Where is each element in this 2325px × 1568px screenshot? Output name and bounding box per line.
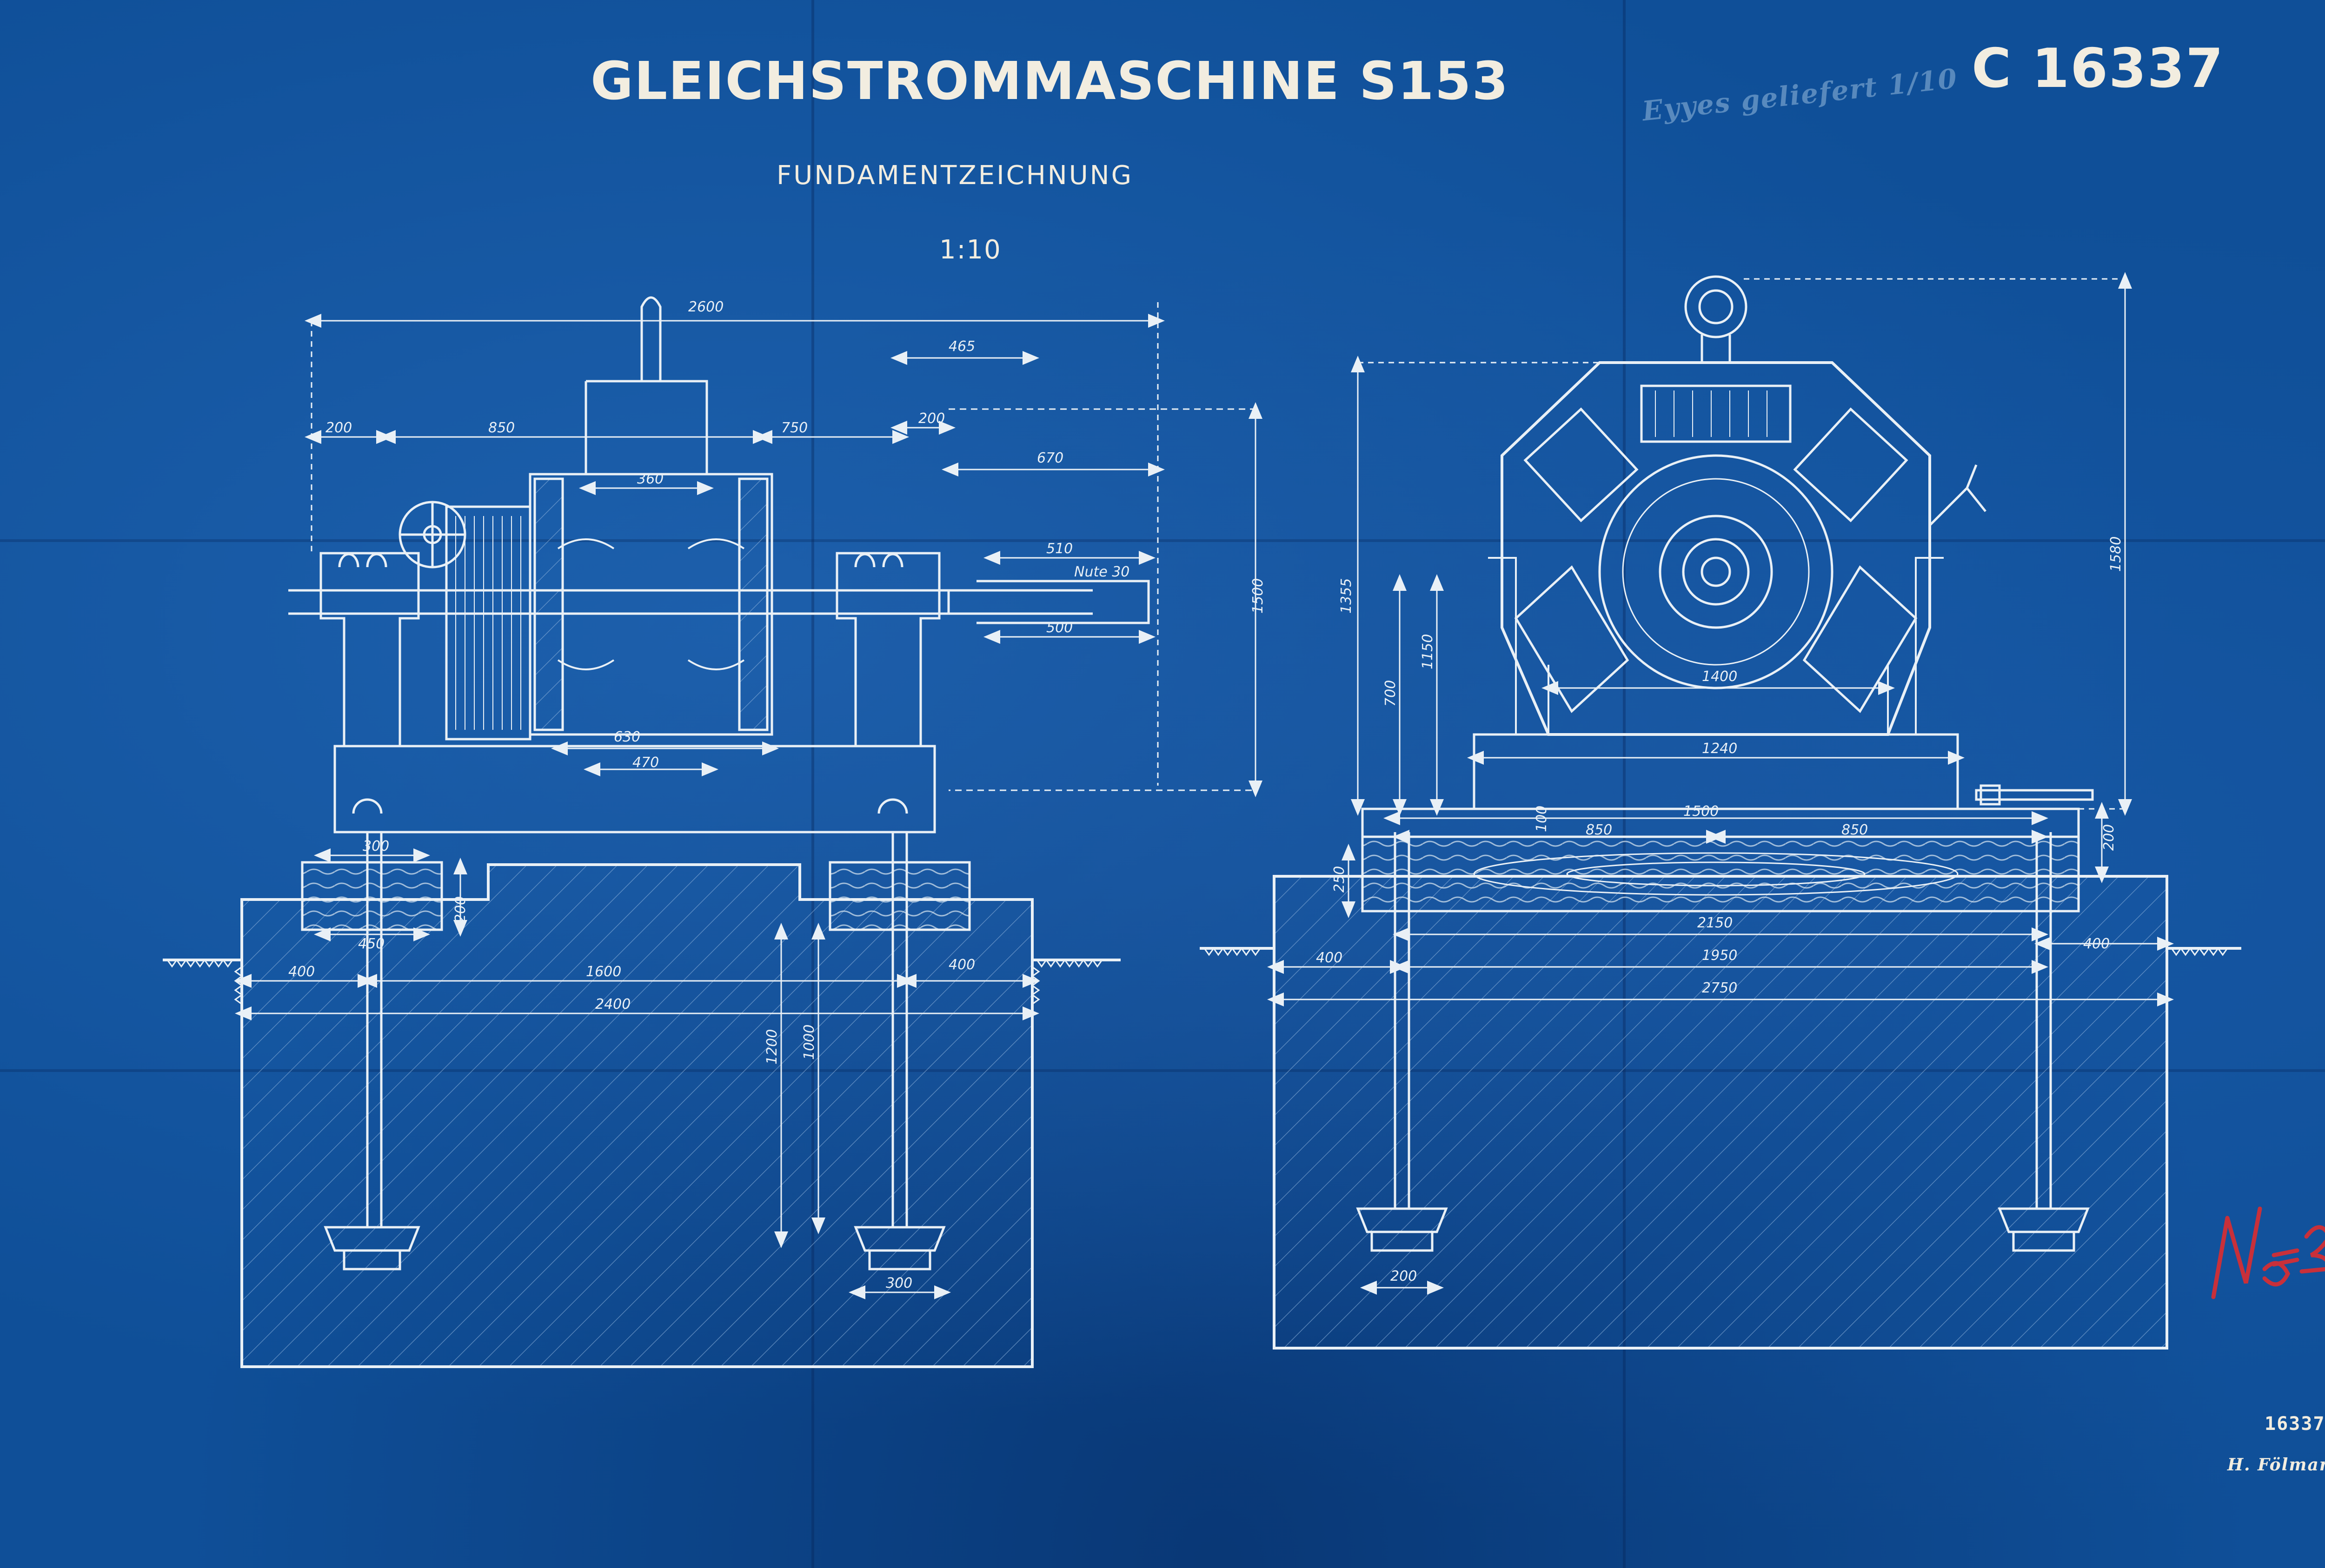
- dim-850: 850: [488, 420, 515, 436]
- dim-1950: 1950: [1702, 947, 1737, 964]
- shaft: [288, 589, 1093, 615]
- dim-1150: 1150: [1420, 634, 1436, 669]
- paper-fold-line: [0, 539, 2325, 542]
- brush-lever: [1929, 464, 1986, 526]
- dim-200-vert: 200: [452, 896, 469, 923]
- timber-beam: [1361, 835, 2080, 913]
- dim-100: 100: [1534, 806, 1550, 832]
- drawing-title: GLEICHSTROMMASCHINE S153: [591, 51, 1509, 112]
- front-bedplate: [1361, 807, 2080, 838]
- paper-fold-line: [0, 1069, 2325, 1072]
- field-pole-upper-right: [1793, 407, 1908, 523]
- front-view: [1200, 272, 2241, 1350]
- side-view: [163, 296, 1262, 1368]
- right-bearing-pedestal: [836, 552, 941, 748]
- paper-fold-line: [811, 0, 814, 1568]
- field-pole-top: [1640, 384, 1792, 443]
- drawing-subtitle: FUNDAMENTZEICHNUNG: [777, 160, 1133, 191]
- dim-1500: 1500: [1250, 578, 1266, 614]
- shaft-note: Nute 30: [1074, 564, 1129, 580]
- field-pole-upper-left: [1523, 407, 1639, 523]
- machine-frame: [529, 473, 773, 736]
- dim-1600: 1600: [586, 964, 621, 980]
- dim-200-left: 200: [326, 420, 352, 436]
- concrete-foundation-left: [240, 863, 1034, 1368]
- anchor-bolt-left: [324, 832, 420, 1270]
- dim-400-left: 400: [288, 964, 315, 980]
- armature: [1598, 454, 1833, 689]
- dim-2150: 2150: [1697, 915, 1733, 931]
- field-pole-lower-left: [1514, 565, 1629, 713]
- dim-510: 510: [1046, 541, 1073, 557]
- dim-450: 450: [358, 936, 385, 952]
- dim-400-right-front: 400: [2083, 936, 2110, 952]
- dim-1355: 1355: [1338, 578, 1355, 614]
- lifting-eye: [640, 296, 662, 381]
- dim-630: 630: [614, 729, 640, 745]
- dim-850-right: 850: [1841, 822, 1868, 838]
- dim-465: 465: [949, 338, 975, 355]
- drawing-scale: 1:10: [939, 235, 1002, 265]
- dim-1580: 1580: [2108, 536, 2124, 572]
- dim-850-left: 850: [1586, 822, 1612, 838]
- paper-fold-line: [1623, 0, 1626, 1568]
- front-lifting-eye: [1684, 275, 1747, 338]
- dim-2600: 2600: [688, 299, 724, 315]
- dim-470: 470: [632, 754, 659, 771]
- dim-500: 500: [1046, 620, 1073, 636]
- dim-1000: 1000: [801, 1025, 817, 1060]
- anchor-bolt-right: [854, 832, 946, 1270]
- dim-1200: 1200: [764, 1029, 780, 1065]
- red-handwritten-mark: [2211, 1206, 2325, 1299]
- dim-700: 700: [1382, 680, 1399, 707]
- dim-400-right: 400: [949, 957, 975, 973]
- dim-1500-front: 1500: [1683, 803, 1719, 820]
- field-pole-lower-right: [1802, 565, 1918, 713]
- commutator: [445, 505, 531, 741]
- timber-block-right: [829, 861, 971, 931]
- dim-400-left-front: 400: [1316, 950, 1342, 966]
- dim-2400: 2400: [595, 996, 631, 1012]
- dim-750: 750: [781, 420, 808, 436]
- dim-200-right: 200: [918, 410, 945, 427]
- top-housing: [585, 380, 708, 474]
- signature-note: H. Fölmar 3: [2227, 1455, 2325, 1475]
- dim-200-bottom: 200: [1390, 1268, 1417, 1284]
- adjusting-screw: [1975, 784, 2094, 806]
- dim-1240: 1240: [1702, 741, 1737, 757]
- anchor-bolt-front-left: [1356, 832, 1448, 1252]
- dim-300-top: 300: [363, 838, 389, 854]
- anchor-bolt-front-right: [1998, 832, 2090, 1252]
- timber-block-left: [301, 861, 443, 931]
- dim-250: 250: [1331, 866, 1348, 893]
- dim-360: 360: [637, 471, 664, 487]
- dim-2750: 2750: [1702, 980, 1737, 996]
- drawing-number: C 16337: [1972, 37, 2225, 100]
- dim-1400: 1400: [1702, 668, 1737, 685]
- left-bearing-pedestal: [319, 552, 420, 748]
- dim-670: 670: [1037, 450, 1063, 466]
- dim-300-bottom: 300: [886, 1275, 912, 1291]
- number-stamp: 16337: [2265, 1413, 2325, 1435]
- dim-200-right: 200: [2101, 824, 2117, 851]
